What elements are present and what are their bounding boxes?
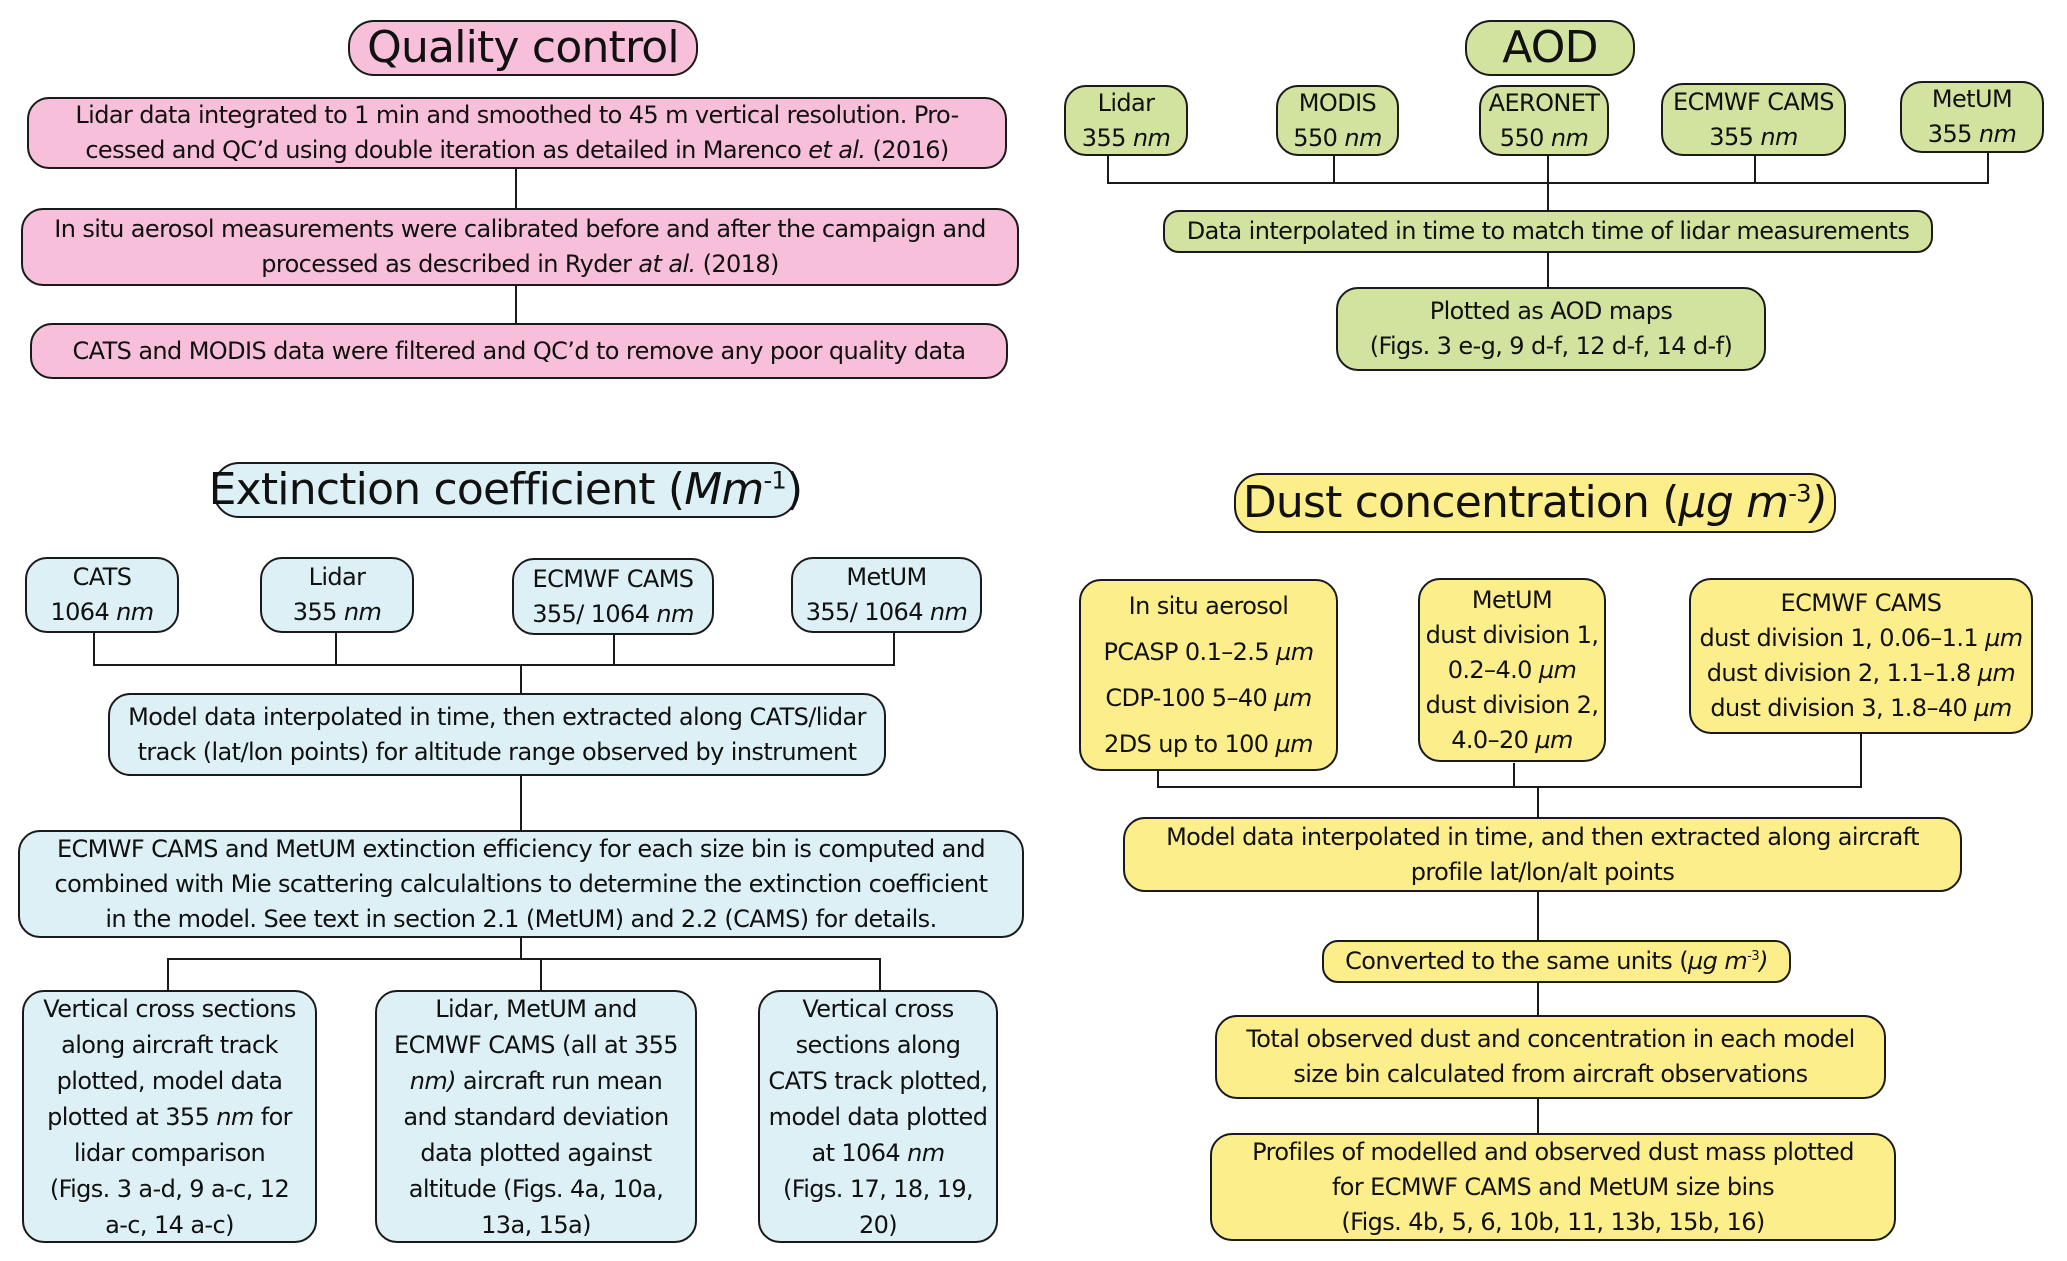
dust-convert-step: Converted to the same units (µg m-3) (1322, 940, 1791, 983)
quality-control-title: Quality control (348, 20, 698, 76)
dust-total-step: Total observed dust and concentration in… (1215, 1015, 1886, 1099)
dust-output-profiles: Profiles of modelled and observed dust m… (1210, 1133, 1896, 1241)
ext-source-cats: CATS 1064 nm (25, 557, 179, 633)
ext-output-cats-cross-sections: Vertical cross sections along CATS track… (758, 990, 998, 1243)
dust-connector-to-interp (1537, 786, 1539, 818)
ext-interp-step: Model data interpolated in time, then ex… (108, 693, 886, 776)
aod-connector-ecmwf (1754, 156, 1756, 184)
aod-connector-bus (1107, 182, 1989, 184)
dust-connector-in-situ (1157, 771, 1159, 788)
ext-connector-output-bus (167, 958, 881, 960)
ext-connector-to-interp (520, 664, 522, 694)
ext-output-run-mean: Lidar, MetUM and ECMWF CAMS (all at 355 … (375, 990, 697, 1243)
aod-connector-metum (1987, 153, 1989, 184)
ext-source-ecmwf-cams: ECMWF CAMS 355/ 1064 nm (512, 558, 714, 635)
aod-title: AOD (1465, 20, 1635, 76)
ext-connector-interp-mie (520, 776, 522, 831)
extinction-title: Extinction coefficient (Mm-1) (209, 462, 803, 518)
aod-source-metum: MetUM 355 nm (1900, 81, 2044, 153)
qc-step-lidar: Lidar data integrated to 1 min and smoot… (27, 97, 1007, 169)
dust-connector-bus (1157, 786, 1862, 788)
dust-interp-step: Model data interpolated in time, and the… (1123, 817, 1962, 892)
ext-mie-step: ECMWF CAMS and MetUM extinction efficien… (18, 830, 1024, 938)
aod-connector-modis (1333, 156, 1335, 184)
ext-connector-ecmwf (613, 635, 615, 665)
aod-interp-step: Data interpolated in time to match time … (1163, 210, 1933, 253)
dust-source-metum: MetUM dust division 1, 0.2–4.0 µm dust d… (1418, 578, 1606, 762)
ext-output-aircraft-cross-sections: Vertical cross sections along aircraft t… (22, 990, 317, 1243)
dust-connector-convert-total (1537, 983, 1539, 1016)
ext-connector-bus (93, 664, 895, 666)
aod-output-maps: Plotted as AOD maps (Figs. 3 e-g, 9 d-f,… (1336, 287, 1766, 371)
dust-connector-metum (1513, 763, 1515, 788)
aod-source-modis: MODIS 550 nm (1276, 85, 1399, 156)
qc-connector-1 (515, 169, 517, 208)
ext-source-metum: MetUM 355/ 1064 nm (791, 557, 982, 633)
aod-source-aeronet: AERONET 550 nm (1479, 85, 1609, 156)
dust-connector-interp-convert (1537, 892, 1539, 941)
ext-connector-mie-down (520, 938, 522, 959)
aod-connector-lidar (1107, 156, 1109, 184)
qc-step-in-situ: In situ aerosol measurements were calibr… (21, 208, 1019, 286)
ext-connector-out-2 (540, 958, 542, 990)
aod-source-ecmwf-cams: ECMWF CAMS 355 nm (1661, 83, 1846, 156)
dust-connector-ecmwf (1860, 734, 1862, 788)
aod-connector-interp (1547, 253, 1549, 288)
ext-connector-lidar (335, 633, 337, 665)
qc-step-cats-modis: CATS and MODIS data were filtered and QC… (30, 323, 1008, 379)
ext-source-lidar: Lidar 355 nm (260, 557, 414, 633)
dust-source-ecmwf-cams: ECMWF CAMS dust division 1, 0.06–1.1 µm … (1689, 578, 2033, 734)
dust-source-in-situ: In situ aerosol PCASP 0.1–2.5 µm CDP-100… (1079, 579, 1338, 771)
aod-source-lidar: Lidar 355 nm (1064, 85, 1188, 156)
ext-connector-cats (93, 633, 95, 665)
dust-title: Dust concentration (µg m-3) (1234, 473, 1836, 533)
ext-connector-out-3 (879, 958, 881, 990)
ext-connector-metum (893, 633, 895, 665)
dust-connector-total-profiles (1537, 1099, 1539, 1134)
qc-connector-2 (515, 286, 517, 323)
ext-connector-out-1 (167, 958, 169, 990)
